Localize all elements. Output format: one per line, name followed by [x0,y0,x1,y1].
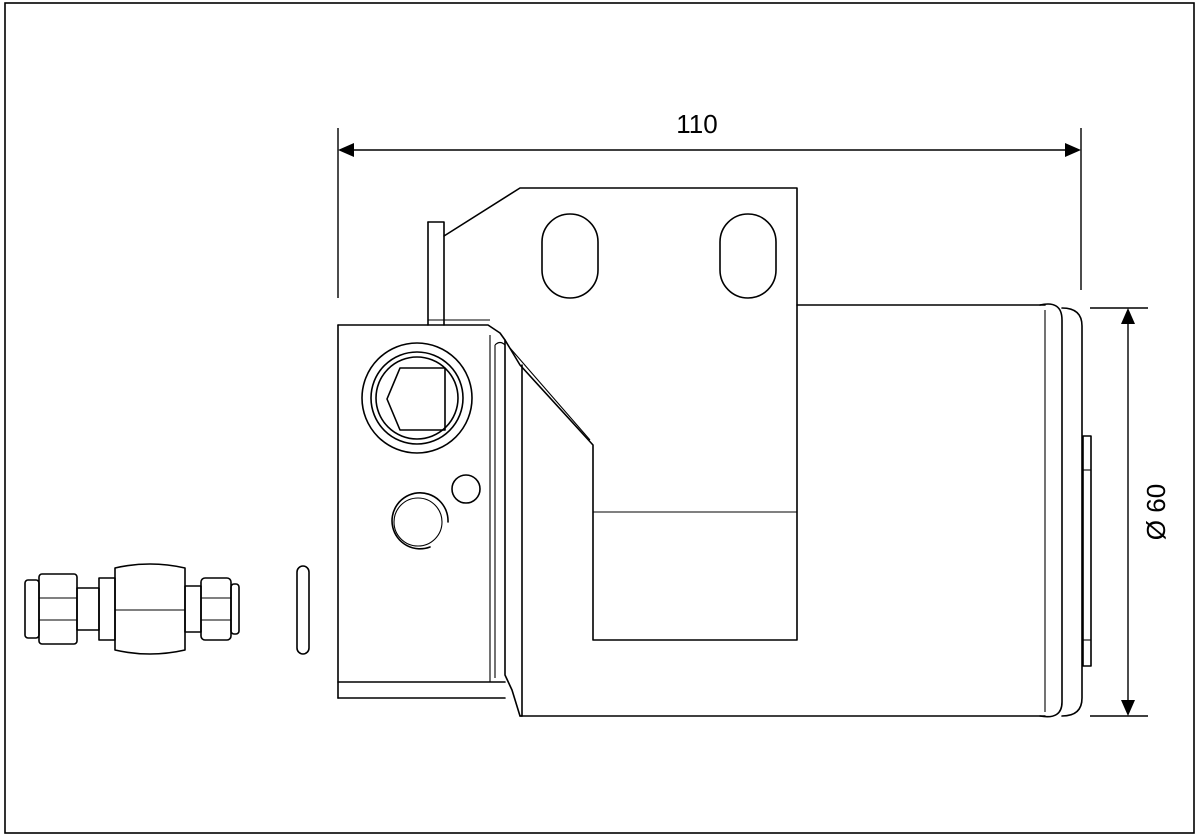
o-ring [296,565,310,655]
dimension-width: 110 [337,109,1082,298]
dimension-diameter-label: Ø 60 [1141,484,1171,540]
dimension-diameter: Ø 60 [1090,307,1171,717]
dimension-width-label: 110 [676,109,717,139]
drawing-frame [4,2,1195,834]
drier-body [337,187,1092,718]
fitting-part [24,563,240,655]
